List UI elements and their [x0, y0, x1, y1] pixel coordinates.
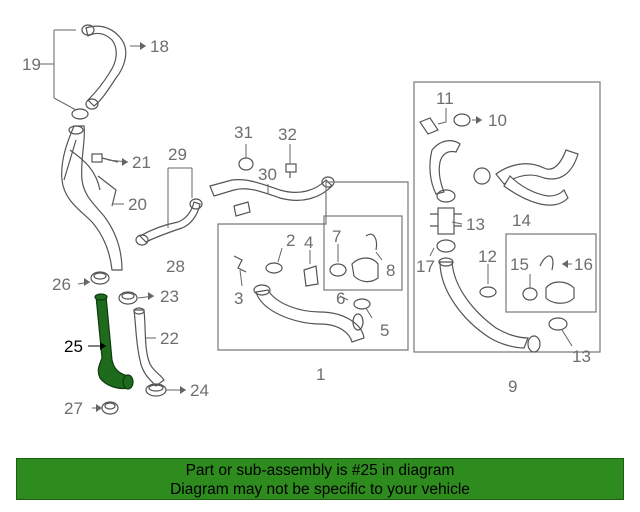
hose-9: [438, 257, 541, 353]
callout-15: 15: [510, 255, 529, 274]
callout-1: 1: [316, 365, 325, 384]
group-box-9: [413, 81, 601, 353]
callout-3: 3: [234, 289, 243, 308]
bolt-32: [285, 163, 297, 178]
connector-8: [351, 233, 379, 283]
connector-16: [539, 255, 575, 304]
callout-21: 21: [132, 153, 151, 172]
callout-6: 6: [336, 289, 345, 308]
hose-22: [133, 307, 165, 387]
hose-1: [253, 284, 365, 343]
callout-22: 22: [160, 329, 179, 348]
clamp-12: [479, 286, 497, 298]
info-banner: Part or sub-assembly is #25 in diagram D…: [16, 458, 624, 500]
banner-line-1: Part or sub-assembly is #25 in diagram: [185, 462, 455, 479]
callout-30: 30: [258, 165, 277, 184]
clip-3: [233, 255, 247, 273]
gasket-10: [453, 113, 471, 127]
callout-28: 28: [166, 257, 185, 276]
clamp-27: [101, 401, 119, 415]
clamp-13-lower: [548, 317, 568, 331]
hose-upper: [429, 140, 579, 206]
clamp-26: [90, 271, 110, 285]
hose-28: [135, 198, 203, 246]
callout-11: 11: [436, 89, 454, 108]
o-ring-15: [522, 287, 538, 301]
tee-connector-13: [430, 189, 462, 253]
hose-18: [81, 24, 127, 110]
gasket-31: [238, 157, 254, 171]
clamp-5: [353, 298, 371, 310]
clamp-19: [71, 108, 89, 120]
group-box-1: [217, 181, 409, 351]
callout-7: 7: [332, 227, 341, 246]
callout-27: 27: [64, 399, 83, 418]
callout-16: 16: [574, 255, 593, 274]
callout-8: 8: [386, 261, 395, 280]
pipe-30: [209, 176, 335, 217]
callout-26: 26: [52, 275, 71, 294]
highlighted-hose-25: [94, 293, 134, 390]
callout-17: 17: [416, 257, 435, 276]
parts-diagram: 19 18 21 20 29 28 26 23 25 22 24 27 31 3…: [22, 24, 601, 418]
clip-11: [419, 117, 439, 135]
o-ring-7: [329, 263, 347, 277]
callout-32: 32: [278, 125, 297, 144]
callout-10: 10: [488, 111, 507, 130]
clamp-23: [118, 291, 138, 305]
pipe-assembly-20: [61, 125, 123, 271]
o-ring-2: [265, 262, 283, 274]
callout-20: 20: [128, 195, 147, 214]
callout-13-lower: 13: [572, 347, 591, 366]
callout-25: 25: [64, 337, 83, 356]
callout-14: 14: [512, 211, 531, 230]
callout-18: 18: [150, 37, 169, 56]
callout-31: 31: [234, 123, 253, 142]
callout-5: 5: [380, 321, 389, 340]
callout-29: 29: [168, 145, 187, 164]
callout-4: 4: [304, 233, 313, 252]
callout-9: 9: [508, 377, 517, 396]
callout-24: 24: [190, 381, 209, 400]
callout-2: 2: [286, 231, 295, 250]
bracket-4: [303, 265, 319, 287]
banner-line-2: Diagram may not be specific to your vehi…: [170, 481, 470, 498]
callout-23: 23: [160, 287, 179, 306]
callout-19: 19: [22, 55, 41, 74]
callout-13-upper: 13: [466, 215, 485, 234]
callout-12: 12: [478, 247, 497, 266]
